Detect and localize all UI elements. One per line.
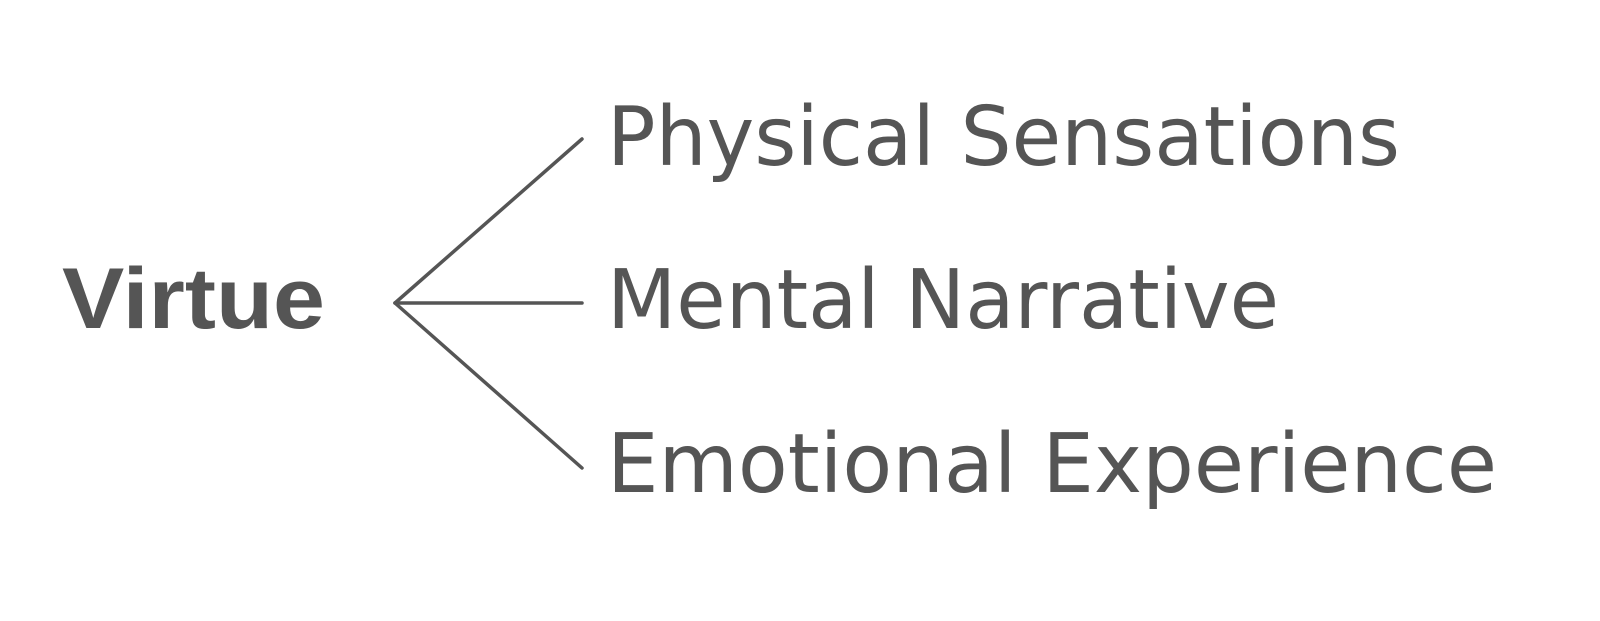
child-node-mental-narrative: Mental Narrative <box>607 253 1279 348</box>
branch-line-bottom <box>393 301 584 470</box>
child-node-physical-sensations: Physical Sensations <box>607 90 1400 185</box>
branch-line-top <box>393 137 584 305</box>
root-node-label: Virtue <box>62 251 325 347</box>
child-node-emotional-experience: Emotional Experience <box>607 417 1497 512</box>
